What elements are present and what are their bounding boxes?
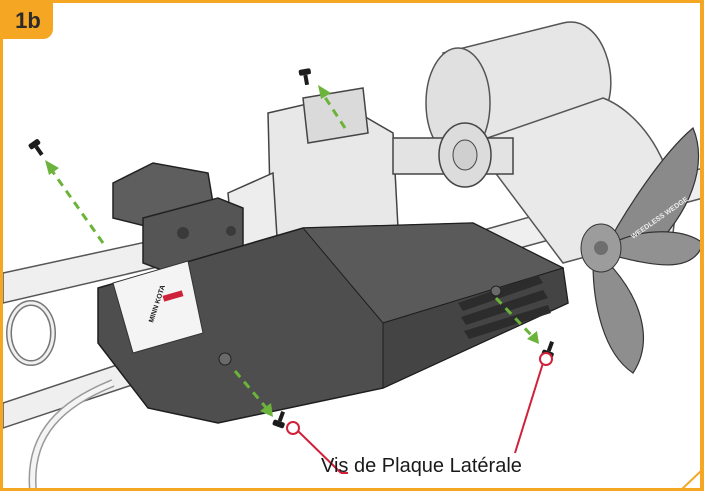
side-plate: MINN KOTA <box>97 222 569 424</box>
removal-arrow-icon <box>318 85 331 99</box>
step-badge: 1b <box>3 3 53 39</box>
removal-arrow-icon <box>45 160 59 175</box>
screws <box>28 68 554 429</box>
removal-arrow-icon <box>260 403 273 417</box>
screw-icon <box>298 68 311 86</box>
corner-accent-line <box>681 470 700 488</box>
callout-circle-icon <box>286 421 300 435</box>
trolling-motor-illustration: MINN KOTA WEEDLESS WEDGE <box>3 21 700 488</box>
callout-circle-icon <box>539 352 553 366</box>
screw-icon <box>28 139 44 156</box>
callout-leaders <box>286 352 553 474</box>
removal-arrow-icon <box>527 331 539 344</box>
motor-cylinder <box>425 21 676 264</box>
screw-icon <box>272 411 285 429</box>
removal-arrows <box>46 90 537 412</box>
callout-label: Vis de Plaque Latérale <box>321 455 522 477</box>
removal-arrowheads <box>45 85 539 417</box>
